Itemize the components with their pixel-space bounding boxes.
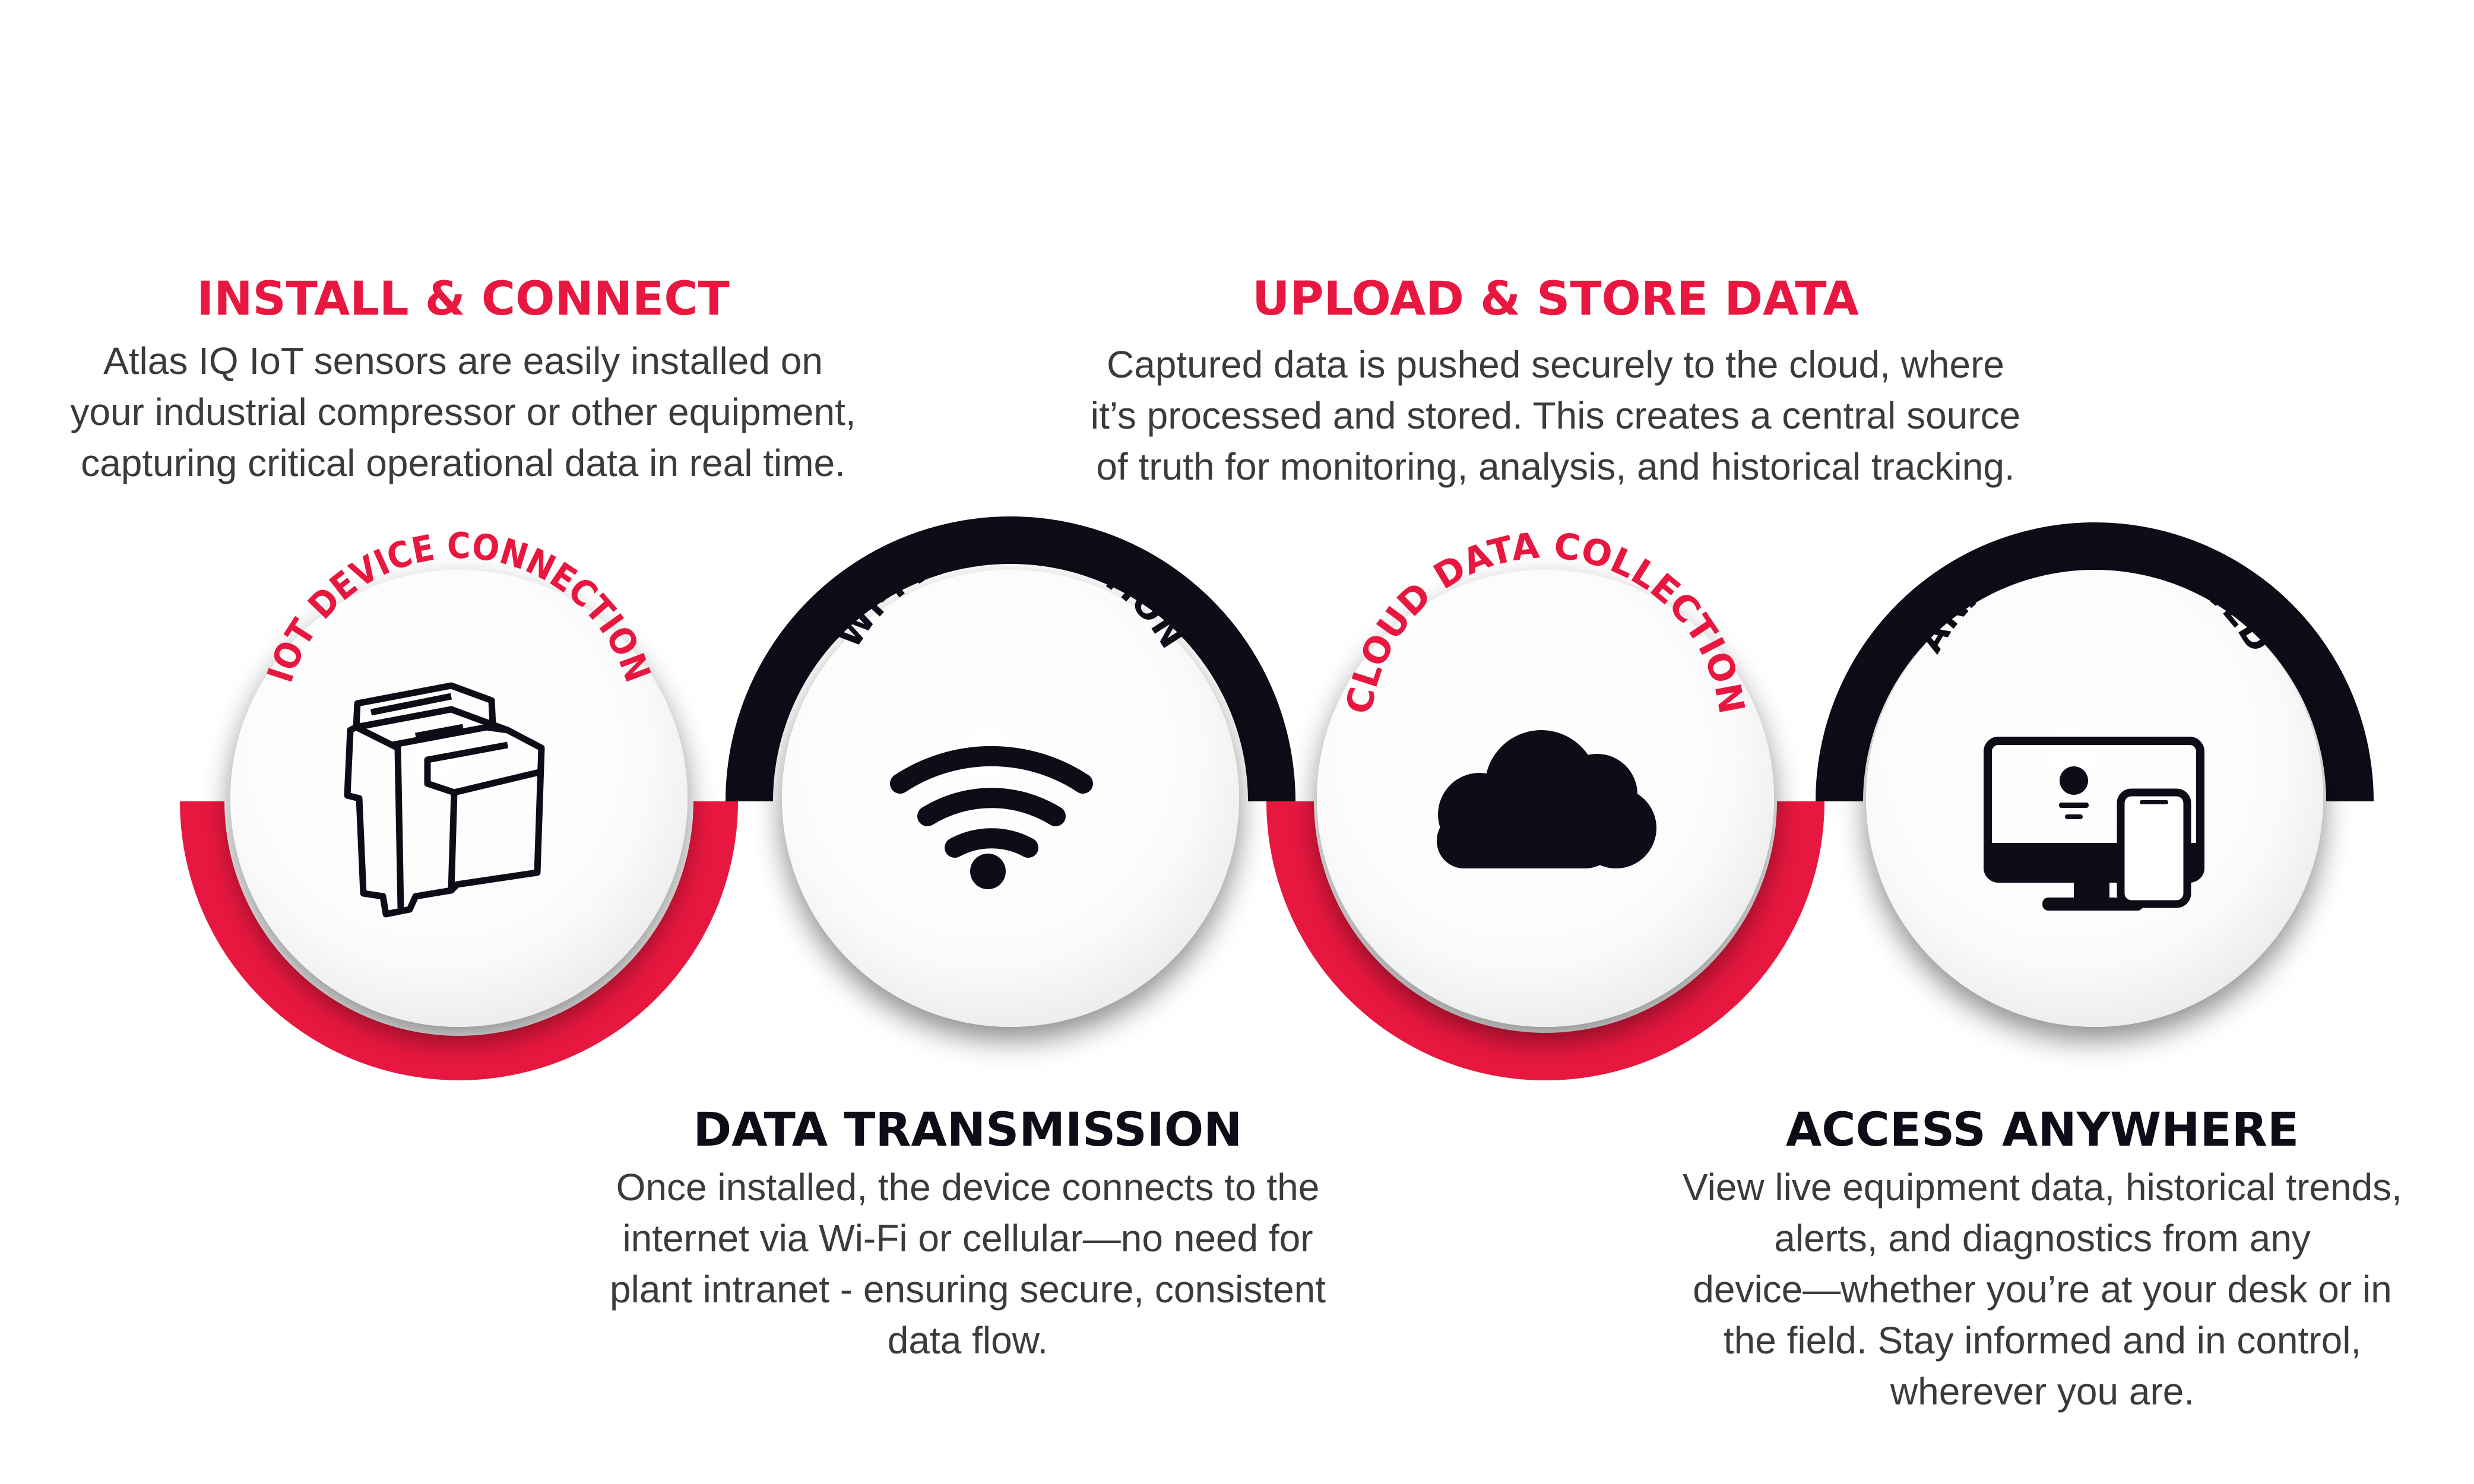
step-heading: ACCESS ANYWHERE [1785,1104,2299,1157]
circle-label-text: Wi-Fi CONNECTION [828,525,1193,656]
circle-arc-3 [1266,801,1824,1080]
step-description-line: Atlas IQ IoT sensors are easily installe… [103,340,823,382]
step-description-line: device—whether you’re at your desk or in [1693,1268,2392,1311]
step-description-line: the field. Stay informed and in control, [1723,1319,2362,1362]
step-description-line: plant intranet - ensuring secure, consis… [610,1268,1326,1311]
step-description-line: Captured data is pushed securely to the … [1106,343,2005,386]
step-description-line: alerts, and diagnostics from any [1774,1217,2311,1260]
step-heading: INSTALL & CONNECT [197,272,730,326]
wifi-dot [970,854,1006,889]
step-description-line: Once installed, the device connects to t… [616,1166,1320,1209]
step-description-line: internet via Wi-Fi or cellular—no need f… [622,1217,1313,1260]
step-upload-store-data: UPLOAD & STORE DATA Captured data is pus… [1021,276,2090,492]
wifi-icon [890,746,1093,858]
step-heading: UPLOAD & STORE DATA [1252,272,1859,326]
step-install-connect: INSTALL & CONNECT Atlas IQ IoT sensors a… [24,276,902,489]
step-description-line: capturing critical operational data in r… [81,442,845,484]
circle-label: CLOUD DATA COLLECTION [1339,525,1753,716]
circle-wifi [782,570,1239,1027]
iot-device-icon [344,682,545,918]
circle-arc-1 [180,801,738,1080]
circle-label-text: ANALYTICS VIEWED [1909,525,2280,659]
step-access-anywhere: ACCESS ANYWHERE View live equipment data… [1627,1107,2458,1417]
step-description-line: your industrial compressor or other equi… [70,391,856,433]
circle-label: IOT DEVICE CONNECTION [259,525,658,687]
circle-arc-2 [726,516,1295,801]
step-description-line: it’s processed and stored. This creates … [1090,394,2021,437]
circle-cloud [1317,570,1774,1027]
circle-label-text: IOT DEVICE CONNECTION [259,525,658,687]
circle-label-text: CLOUD DATA COLLECTION [1339,525,1753,716]
step-description-line: of truth for monitoring, analysis, and h… [1096,445,2015,488]
cloud-icon [1437,730,1656,868]
circle-label: ANALYTICS VIEWED [1909,525,2280,659]
step-description: Atlas IQ IoT sensors are easily installe… [24,335,902,489]
step-description-line: data flow. [887,1319,1048,1362]
circle-iot-device [230,570,688,1027]
step-description: Once installed, the device connects to t… [546,1162,1389,1366]
step-heading: DATA TRANSMISSION [693,1104,1243,1157]
monitor-phone-icon [1984,737,2204,911]
step-description-line: View live equipment data, historical tre… [1683,1166,2402,1209]
circle-analytics [1866,570,2323,1027]
circle-label: Wi-Fi CONNECTION [828,525,1193,656]
step-data-transmission: DATA TRANSMISSION Once installed, the de… [546,1107,1389,1366]
step-description: View live equipment data, historical tre… [1627,1162,2458,1417]
circle-arc-4 [1816,522,2374,801]
step-description-line: wherever you are. [1890,1370,2195,1413]
step-description: Captured data is pushed securely to the … [1021,339,2090,492]
